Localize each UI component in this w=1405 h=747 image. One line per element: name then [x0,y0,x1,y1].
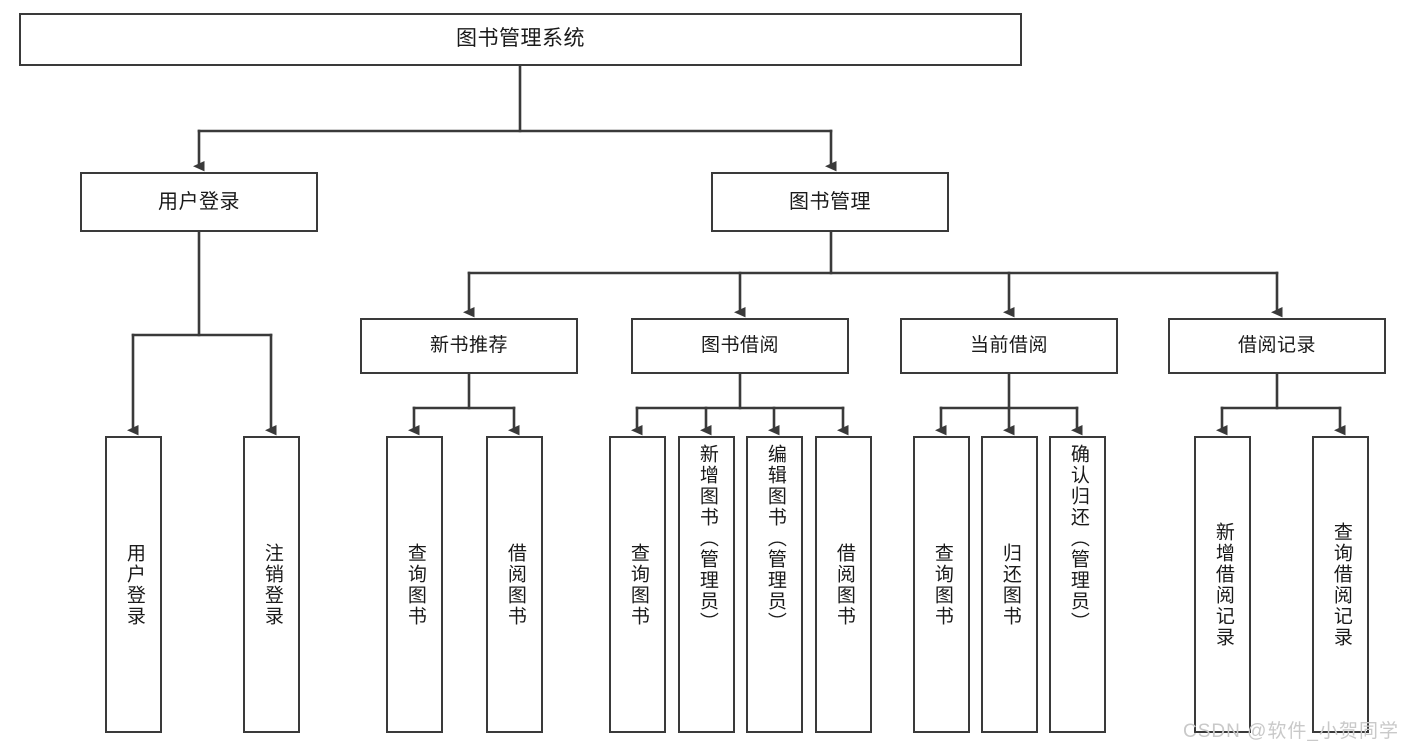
node-label: 查询图书 [404,542,426,627]
node-label: 用户登录 [123,542,145,627]
leaf-query-borrow-record[interactable]: 查询借阅记录 [1312,436,1369,733]
leaf-edit-book[interactable]: 编辑图书（管理员） [746,436,803,733]
node-label: 图书管理 [789,190,871,213]
node-root-system[interactable]: 图书管理系统 [19,13,1022,66]
leaf-user-login[interactable]: 用户登录 [105,436,162,733]
node-label: 用户登录 [158,190,240,213]
node-new-book-recommend[interactable]: 新书推荐 [360,318,578,374]
node-label: 借阅记录 [1237,335,1316,357]
node-label: 编辑图书（管理员） [764,444,786,633]
node-current-borrow[interactable]: 当前借阅 [900,318,1118,374]
node-book-borrow[interactable]: 图书借阅 [631,318,849,374]
node-user-login[interactable]: 用户登录 [80,172,318,232]
node-label: 归还图书 [999,542,1021,627]
node-label: 新增图书（管理员） [696,444,718,633]
node-label: 确认归还（管理员） [1067,444,1089,633]
node-label: 新书推荐 [429,335,508,357]
node-label: 借阅图书 [833,542,855,627]
leaf-add-book[interactable]: 新增图书（管理员） [678,436,735,733]
node-label: 查询借阅记录 [1330,521,1352,648]
node-label: 图书管理系统 [456,27,585,51]
node-label: 注销登录 [261,542,283,627]
leaf-logout[interactable]: 注销登录 [243,436,300,733]
node-label: 查询图书 [627,542,649,627]
node-label: 新增借阅记录 [1212,521,1234,648]
node-label: 当前借阅 [969,335,1048,357]
leaf-borrow-book[interactable]: 借阅图书 [815,436,872,733]
leaf-query-book-borrow[interactable]: 查询图书 [609,436,666,733]
leaf-add-borrow-record[interactable]: 新增借阅记录 [1194,436,1251,733]
node-label: 查询图书 [931,542,953,627]
watermark: CSDN @软件_小贺同学 [1183,721,1399,742]
leaf-borrow-book-recommend[interactable]: 借阅图书 [486,436,543,733]
leaf-query-book-current[interactable]: 查询图书 [913,436,970,733]
leaf-return-book[interactable]: 归还图书 [981,436,1038,733]
node-book-manage[interactable]: 图书管理 [711,172,949,232]
leaf-query-book-recommend[interactable]: 查询图书 [386,436,443,733]
node-label: 借阅图书 [504,542,526,627]
node-label: 图书借阅 [700,335,779,357]
node-borrow-record[interactable]: 借阅记录 [1168,318,1386,374]
leaf-confirm-return[interactable]: 确认归还（管理员） [1049,436,1106,733]
